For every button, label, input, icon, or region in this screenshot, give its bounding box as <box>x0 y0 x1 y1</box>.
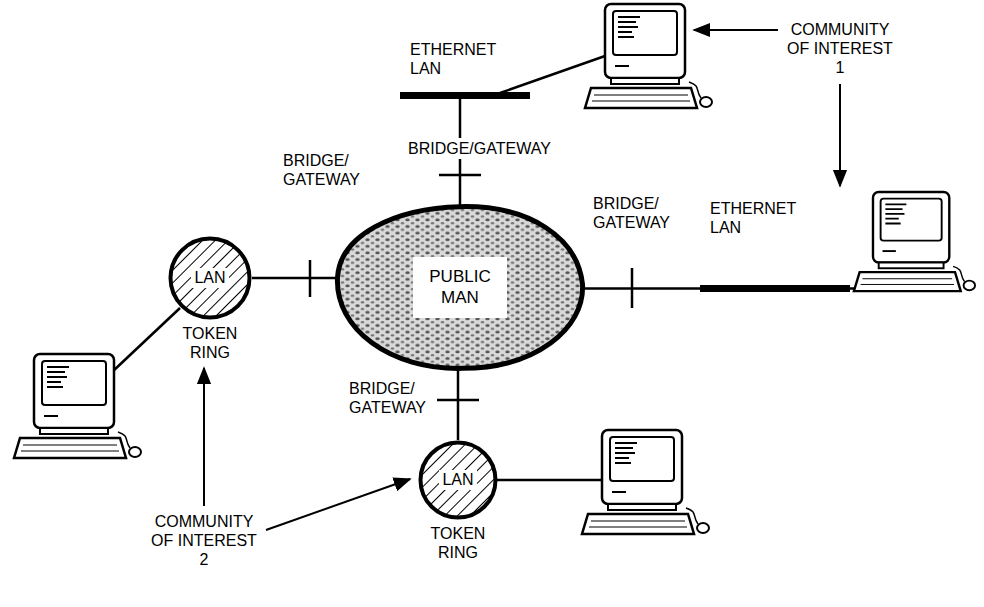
bridge-link <box>585 287 700 290</box>
computer-icon <box>854 192 975 291</box>
public-man-cloud: PUBLIC MAN <box>335 205 585 370</box>
lan-wire <box>497 479 602 482</box>
ethernet-bus <box>700 285 850 292</box>
computer-icon <box>585 4 712 108</box>
ring-name: TOKEN RING <box>431 524 486 562</box>
token-ring-circle <box>421 443 496 518</box>
bridge-link <box>252 277 335 280</box>
gateway-label: BRIDGE/ GATEWAY <box>346 378 429 418</box>
pointer-arrow <box>839 84 841 186</box>
ethernet-bus <box>400 92 530 99</box>
token-ring: LAN TOKEN RING <box>168 236 252 362</box>
pointer-arrow <box>694 29 778 31</box>
token-ring-circle <box>171 239 250 318</box>
gateway-label: BRIDGE/ GATEWAY <box>280 150 363 190</box>
lan-name: ETHERNET LAN <box>410 40 496 78</box>
community-label: COMMUNITY OF INTEREST 1 <box>782 20 898 78</box>
lan-wire <box>500 56 605 93</box>
lan-wire <box>112 308 180 372</box>
network-name: PUBLIC MAN <box>413 257 506 318</box>
computer-icon <box>582 430 709 534</box>
community-label: COMMUNITY OF INTEREST 2 <box>146 512 262 570</box>
gateway-label: BRIDGE/GATEWAY <box>405 138 554 159</box>
gateway-label: BRIDGE/ GATEWAY <box>590 193 673 233</box>
computer-icon <box>14 354 141 458</box>
ring-inner-label: LAN <box>191 268 228 287</box>
ethernet-lan: ETHERNET LAN <box>400 40 530 99</box>
ethernet-lan: ETHERNET LAN <box>700 199 850 292</box>
ring-name: TOKEN RING <box>183 324 238 362</box>
bridge-link <box>457 370 460 440</box>
ring-inner-label: LAN <box>439 470 476 489</box>
cloud-shape <box>337 207 582 369</box>
pointer-arrow <box>203 368 205 506</box>
pointer-arrow <box>266 479 410 530</box>
lan-name: ETHERNET LAN <box>710 199 796 237</box>
token-ring: LAN TOKEN RING <box>418 440 498 562</box>
